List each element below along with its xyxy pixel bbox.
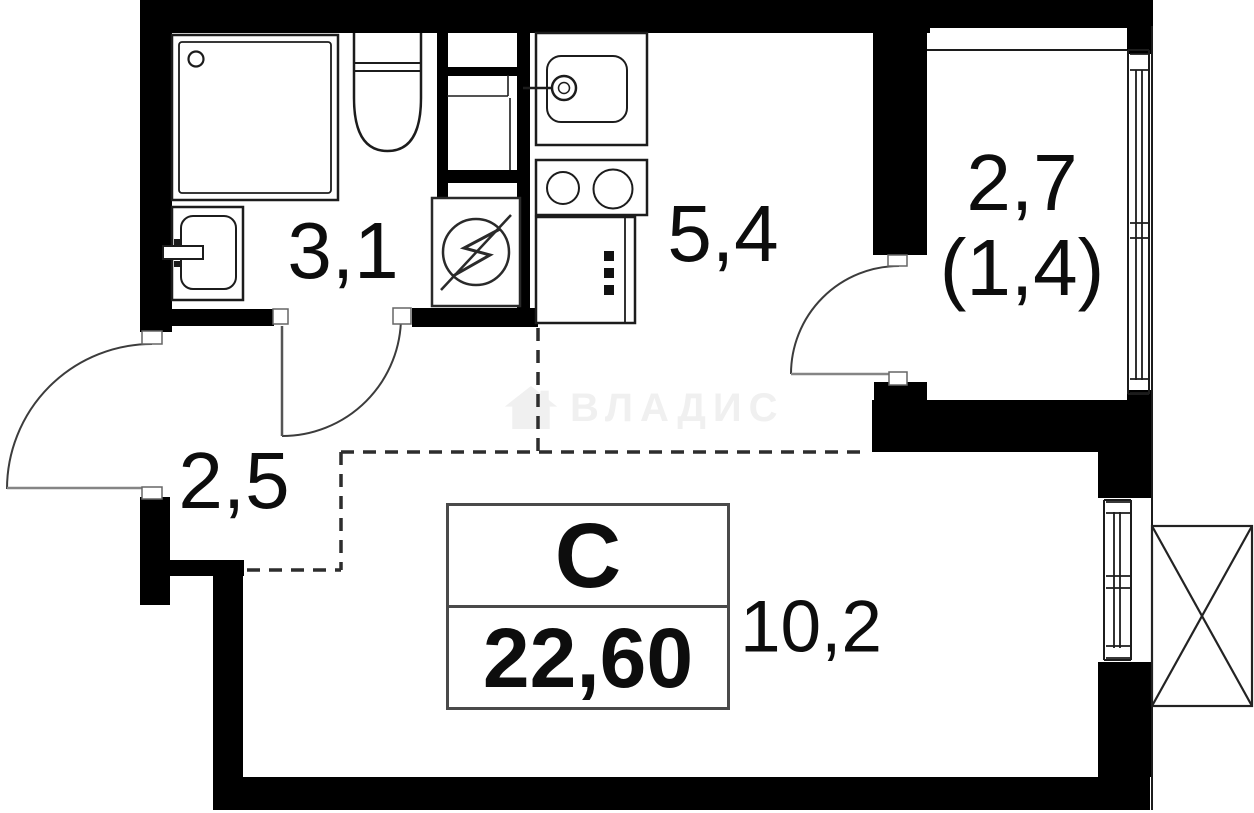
washbasin: [162, 205, 245, 302]
kitchen-cabinet: [534, 215, 637, 325]
shaft-left-bar: [437, 30, 448, 198]
balcony-door-jamb-top: [887, 254, 908, 267]
balcony-door: [790, 254, 908, 386]
room-area-hallway: 2,5: [178, 436, 290, 525]
stove-burner-left: [546, 171, 580, 205]
wall-top: [140, 0, 930, 33]
room-area-kitchen: 5,4: [667, 189, 779, 278]
wall-bottom: [243, 777, 1150, 810]
wall-kitchen-balcony: [873, 0, 927, 255]
stove: [534, 158, 649, 217]
bathroom-door-jamb-left: [272, 308, 289, 325]
wall-right-above-window: [1098, 452, 1153, 498]
watermark: ВЛАДИС: [502, 384, 784, 431]
room-area-living: 10,2: [739, 586, 883, 668]
entrance-door-arc: [6, 343, 153, 490]
balcony-window: [1127, 49, 1150, 395]
entrance-door-jamb-bottom: [141, 486, 163, 500]
entrance-door-jamb-top: [141, 330, 163, 345]
wall-bathroom-left: [140, 309, 274, 326]
entrance-door: [6, 330, 163, 500]
room-area-balcony-weighted: (1,4): [939, 223, 1105, 312]
kitchen-sink: [523, 31, 649, 147]
shaft-divider-2: [447, 170, 517, 183]
shower-drain-icon: [187, 50, 205, 68]
wall-top-thin: [930, 0, 1153, 28]
watermark-text: ВЛАДИС: [570, 385, 785, 430]
wall-right-below-window: [1098, 662, 1153, 777]
unit-type-label: С: [449, 506, 727, 608]
living-room-window: [1103, 499, 1132, 661]
zone-dashed-boundary: [247, 328, 866, 572]
bathroom-door-arc: [281, 316, 402, 437]
room-area-bathroom: 3,1: [287, 206, 399, 295]
balcony-door-arc: [790, 265, 900, 375]
room-area-balcony: 2,7: [966, 138, 1078, 227]
stove-burner-right: [592, 168, 634, 210]
toilet: [352, 33, 423, 153]
shaft-divider-1: [447, 67, 517, 76]
bathroom-door: [272, 307, 412, 437]
bathroom-door-jamb-right: [392, 307, 412, 325]
unit-total-area: 22,60: [482, 610, 694, 705]
shower-tray: [170, 33, 340, 202]
unit-info-box: С 22,60: [446, 503, 730, 710]
wall-lower-left: [213, 566, 243, 810]
house-icon: [504, 385, 558, 430]
wall-left-upper: [140, 0, 172, 332]
washbasin-faucet-icon: [162, 245, 204, 260]
wall-balcony-door-stub: [874, 382, 927, 452]
wall-bathroom-right: [412, 308, 538, 327]
balcony-door-jamb-bottom: [888, 371, 908, 386]
balcony-hatch-box: [1150, 524, 1254, 708]
wall-left-mid: [140, 497, 170, 605]
electrical-panel-icon: [430, 196, 522, 308]
walls: [140, 0, 1153, 810]
